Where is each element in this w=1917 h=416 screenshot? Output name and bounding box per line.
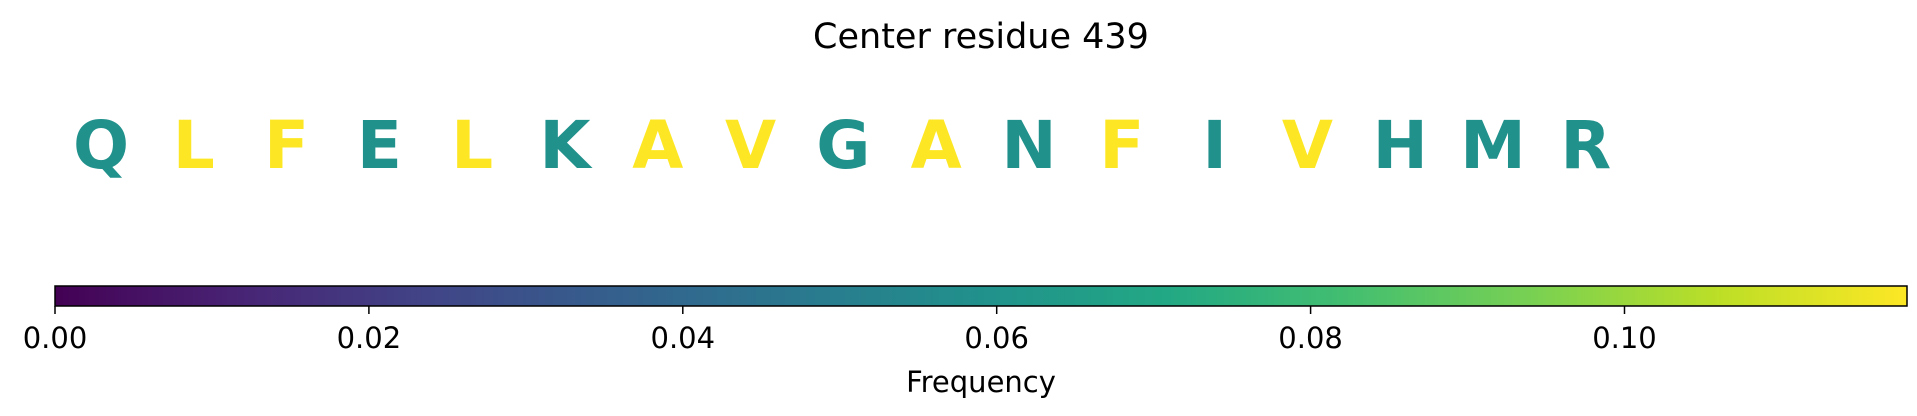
- colorbar-tick-label: 0.00: [23, 321, 88, 355]
- residue-letter: A: [911, 107, 962, 184]
- colorbar-tick-label: 0.08: [1278, 321, 1343, 355]
- residue-letter: L: [451, 107, 493, 184]
- residue-letter: G: [816, 107, 870, 184]
- residue-letter: N: [1001, 107, 1056, 184]
- residue-letter: Q: [73, 107, 129, 184]
- residue-letter: H: [1373, 107, 1428, 184]
- residue-letter: A: [632, 107, 683, 184]
- residue-letter: E: [357, 107, 402, 184]
- colorbar-tick-label: 0.10: [1592, 321, 1657, 355]
- residue-letter: V: [725, 107, 776, 184]
- residue-letter: V: [1282, 107, 1333, 184]
- residue-letter: M: [1460, 107, 1526, 184]
- residue-letter: F: [1099, 107, 1144, 184]
- colorbar-ticks: 0.00 0.02 0.04 0.06 0.08 0.10: [23, 306, 1657, 355]
- colorbar-gradient: [54, 285, 1908, 307]
- colorbar-tick-label: 0.04: [651, 321, 716, 355]
- residue-letter: K: [539, 107, 593, 184]
- colorbar: 0.00 0.02 0.04 0.06 0.08 0.10 Frequency: [23, 285, 1908, 399]
- colorbar-label: Frequency: [906, 365, 1056, 399]
- chart-title: Center residue 439: [813, 17, 1149, 57]
- colorbar-tick-label: 0.02: [337, 321, 402, 355]
- residue-letter: L: [173, 107, 215, 184]
- residue-letter: F: [264, 107, 309, 184]
- residue-letter: I: [1202, 107, 1227, 184]
- colorbar-tick-label: 0.06: [964, 321, 1029, 355]
- residue-letter: R: [1560, 107, 1611, 184]
